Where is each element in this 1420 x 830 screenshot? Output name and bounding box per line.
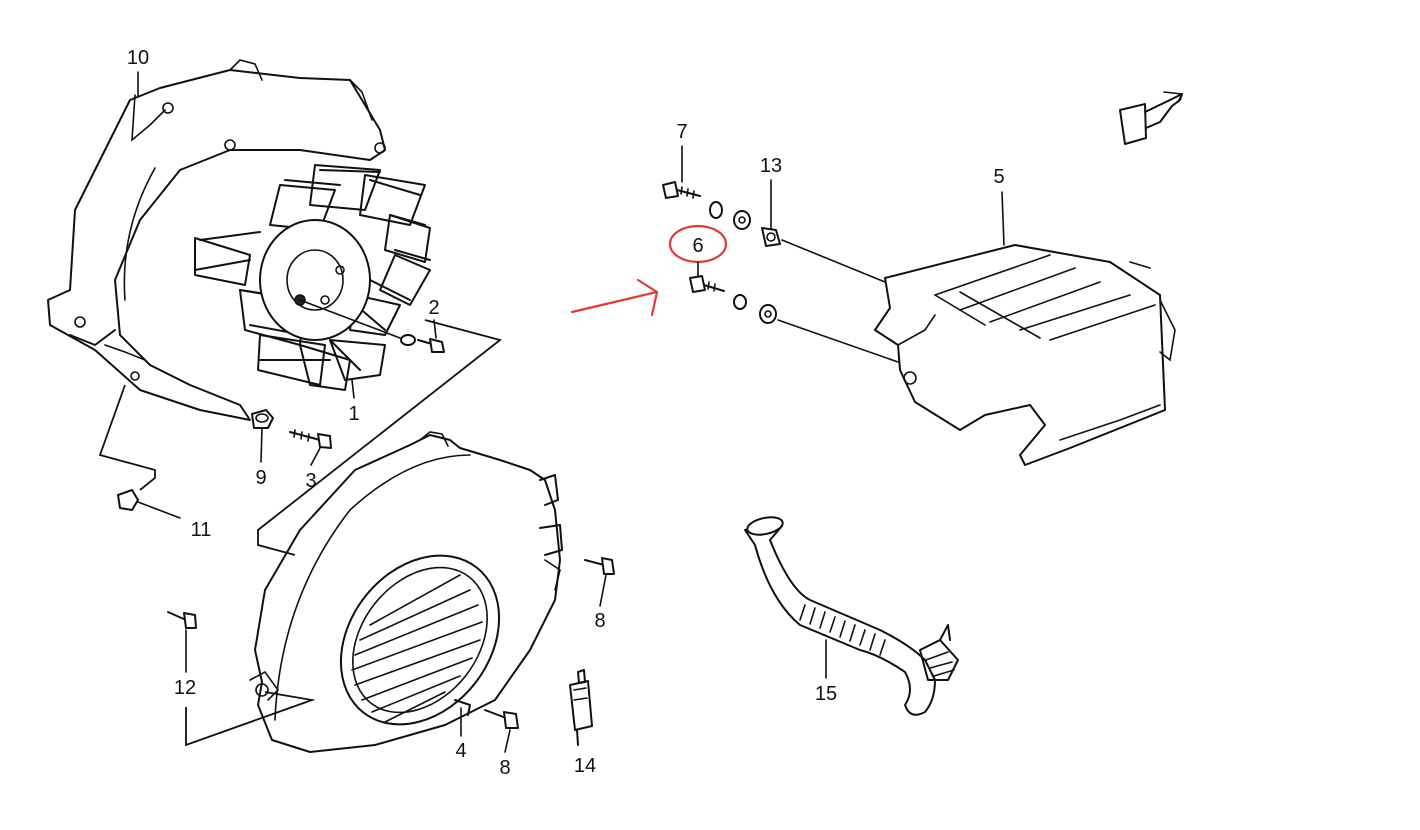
cooling-fan-part-1 [194,164,431,391]
annotation-arrow [570,278,659,317]
nut-part-13 [761,227,781,247]
bolt-part-6 [689,275,899,363]
label-8-bottom: 8 [499,757,510,779]
screw-part-12 [167,611,197,629]
label-5: 5 [993,166,1004,188]
screw-part-8-right [584,557,615,575]
air-duct-part-5 [874,244,1176,466]
leader-line-13-to-duct [781,239,886,283]
label-11: 11 [191,519,212,541]
clip-part-14 [569,669,593,746]
grommet-part-11 [117,489,181,519]
label-10: 10 [127,47,149,69]
hose-part-15 [744,516,959,716]
leader-tick-5 [1001,191,1005,246]
label-12: 12 [174,677,196,699]
label-15: 15 [815,683,837,705]
label-7: 7 [676,121,687,143]
screw-part-8-bottom [484,709,519,729]
label-4: 4 [455,740,466,762]
label-13: 13 [760,155,782,177]
leader-tick-1 [351,379,355,399]
leader-bracket-left [98,384,156,491]
leader-tick-8-right [599,574,607,607]
leader-bracket-12 [185,691,316,747]
grommet-part-9 [251,409,274,429]
fan-shroud-part-10 [47,59,386,421]
label-14: 14 [574,755,596,777]
leader-tick-8-bottom [504,729,511,753]
fan-cover-part-4 [249,431,563,753]
leader-tick-2 [433,319,437,339]
bolt-part-2 [400,334,445,353]
screw-part-3 [289,429,332,449]
front-direction-icon [1119,91,1184,145]
label-2: 2 [428,297,439,319]
label-3: 3 [305,470,316,492]
leader-bracket-center [257,319,502,556]
leader-tick-9 [260,427,263,463]
label-9: 9 [255,467,266,489]
label-1: 1 [348,403,359,425]
bolt-part-7 [662,181,751,230]
label-6: 6 [692,235,703,257]
label-8-right: 8 [594,610,605,632]
leader-tick-3 [310,447,321,466]
